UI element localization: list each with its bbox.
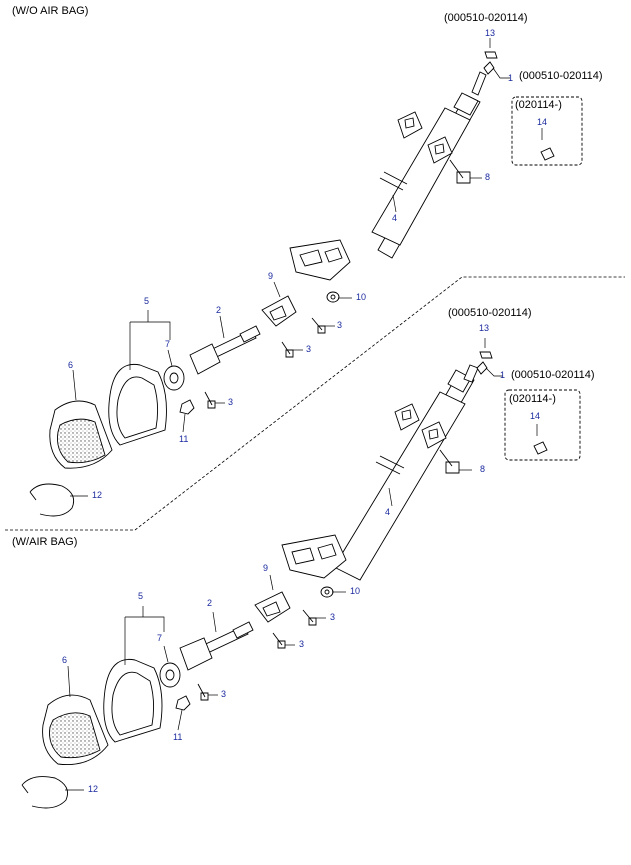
bolt-3c xyxy=(197,683,209,701)
date-range-14-bottom: (020114-) xyxy=(509,393,556,405)
bolt-3b xyxy=(272,632,286,649)
date-range-13-top: (000510-020114) xyxy=(444,12,528,24)
callout-4: 4 xyxy=(385,507,391,517)
callout-9: 9 xyxy=(263,563,269,573)
callout-12: 12 xyxy=(88,784,99,794)
callout-13: 13 xyxy=(479,323,490,333)
section-divider xyxy=(5,276,625,531)
section-title-top: (W/O AIR BAG) xyxy=(12,5,89,17)
option-box-14 xyxy=(504,389,581,461)
yoke xyxy=(281,534,347,579)
callout-10: 10 xyxy=(356,292,367,302)
section-title-bottom: (W/AIR BAG) xyxy=(12,536,78,548)
clip-1 xyxy=(476,361,488,375)
callout-2: 2 xyxy=(207,598,213,608)
date-range-1-bottom: (000510-020114) xyxy=(511,369,595,381)
callout-2: 2 xyxy=(216,305,222,315)
option-box-14 xyxy=(511,96,583,166)
callout-7: 7 xyxy=(165,339,171,349)
callout-7: 7 xyxy=(157,633,163,643)
bolt-3a xyxy=(311,317,326,334)
clamp-12 xyxy=(29,483,75,517)
callout-3: 3 xyxy=(306,344,312,354)
callout-3: 3 xyxy=(228,397,234,407)
callout-6: 6 xyxy=(62,655,68,665)
callout-3: 3 xyxy=(221,689,227,699)
clamp-12 xyxy=(21,776,69,809)
callout-3: 3 xyxy=(330,612,336,622)
bolt-3c xyxy=(204,391,216,409)
nut-14 xyxy=(540,147,555,161)
date-range-14-top: (020114-) xyxy=(515,99,562,111)
clip-1 xyxy=(483,61,495,75)
nut-14 xyxy=(533,441,548,455)
date-range-1-top: (000510-020114) xyxy=(519,70,603,82)
callout-3: 3 xyxy=(299,639,305,649)
callout-11: 11 xyxy=(179,434,189,444)
callout-4: 4 xyxy=(392,213,398,223)
bolt-8 xyxy=(449,159,471,184)
assembly-top xyxy=(29,38,583,517)
assembly-bottom xyxy=(21,338,581,809)
date-range-13-bottom: (000510-020114) xyxy=(448,307,532,319)
callout-14: 14 xyxy=(530,411,541,421)
callout-8: 8 xyxy=(485,172,491,182)
leaders-bottom xyxy=(65,338,538,791)
nut-13 xyxy=(484,51,498,59)
nut-11 xyxy=(179,399,195,415)
callout-10: 10 xyxy=(350,586,361,596)
callout-3: 3 xyxy=(337,320,343,330)
callout-5: 5 xyxy=(138,591,144,601)
callout-11: 11 xyxy=(173,732,183,742)
bolt-8 xyxy=(439,449,460,474)
bolt-3a xyxy=(302,609,317,626)
leaders-top xyxy=(70,38,543,497)
callout-12: 12 xyxy=(92,490,103,500)
nut-13 xyxy=(479,351,493,359)
callout-5: 5 xyxy=(144,296,150,306)
callout-6: 6 xyxy=(68,360,74,370)
callout-1: 1 xyxy=(500,370,506,380)
bolt-3b xyxy=(281,341,294,358)
callout-14: 14 xyxy=(537,117,548,127)
nut-11 xyxy=(175,695,191,711)
callout-8: 8 xyxy=(480,464,486,474)
callout-13: 13 xyxy=(485,28,496,38)
callout-1: 1 xyxy=(508,73,514,83)
callout-9: 9 xyxy=(268,271,274,281)
